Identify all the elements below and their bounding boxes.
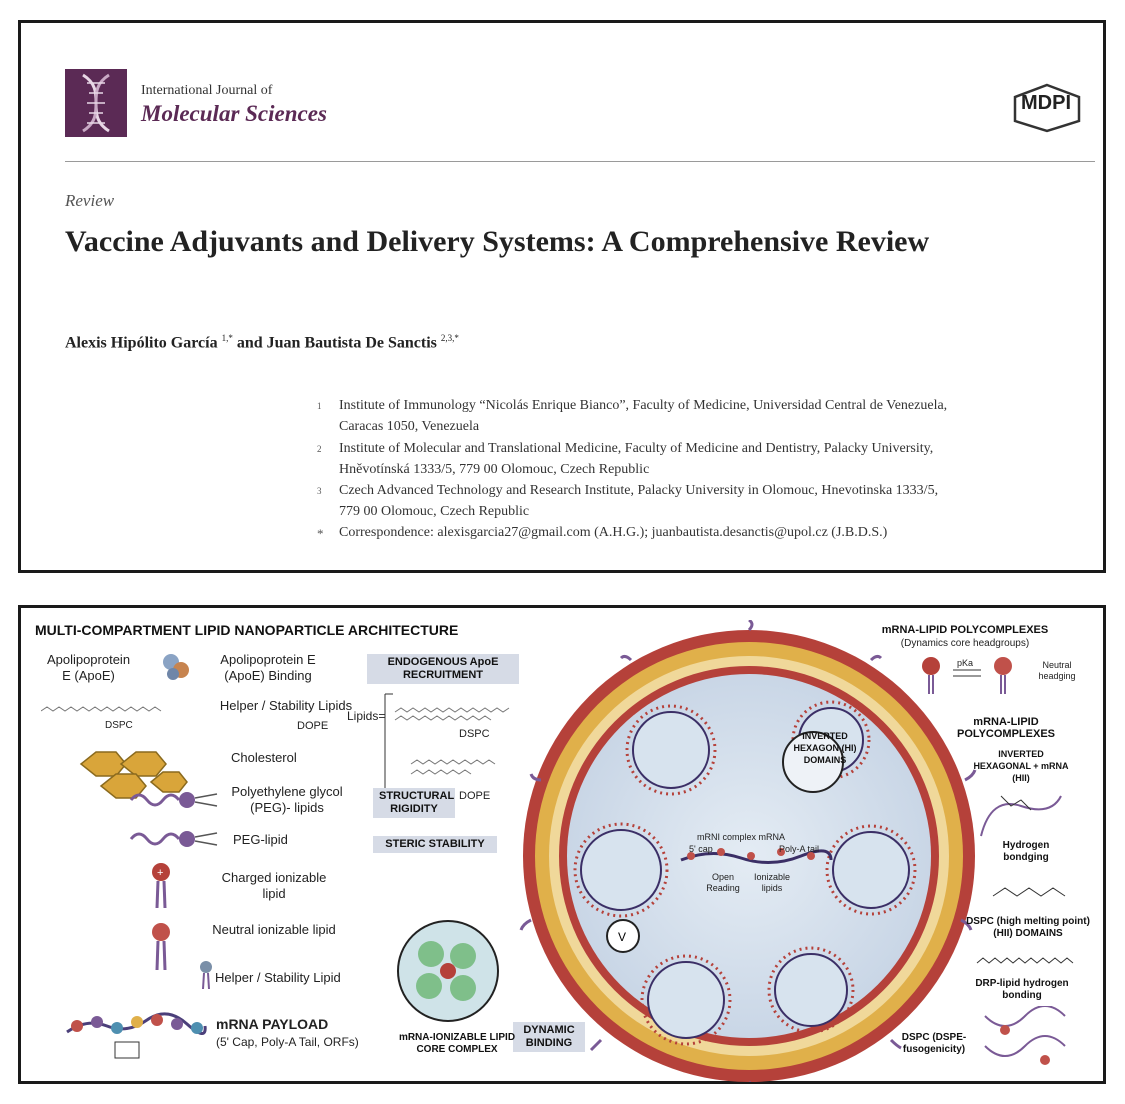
polycomplexes-label: mRNA-LIPID POLYCOMPLEXES <box>956 716 1055 740</box>
correspondence: Correspondence: alexisgarcia27@gmail.com… <box>339 525 888 540</box>
affiliation-2-line2: Hněvotínská 1333/5, 779 00 Olomouc, Czec… <box>339 462 650 477</box>
affiliation-marker: 1 <box>317 401 322 411</box>
author-2: Juan Bautista De Sanctis <box>266 334 437 352</box>
legend-mrna-payload: mRNA PAYLOAD <box>216 1016 329 1032</box>
charged-lipid-icon: + <box>152 863 170 909</box>
structure-dspc-label: DSPC <box>459 728 490 740</box>
svg-text:V: V <box>618 930 626 944</box>
affiliation-3-line2: 779 00 Olomouc, Czech Republic <box>339 504 530 519</box>
svg-text:+: + <box>157 867 163 879</box>
journal-name-line1: International Journal of <box>141 83 273 98</box>
article-type: Review <box>65 191 115 210</box>
cholesterol-icon <box>79 751 188 799</box>
author-1: Alexis Hipólito García <box>65 334 218 352</box>
dspc-fusogenicity-label: DSPC (DSPE- fusogenicity) <box>901 1032 967 1055</box>
neutral-lipid-icon <box>152 923 170 971</box>
legend-mrna-payload-sub: (5' Cap, Poly-A Tail, ORFs) <box>216 1035 359 1049</box>
polycomplex-title: mRNA-LIPID POLYCOMPLEXES <box>881 624 1049 636</box>
inverted-hexagon-domains-label: INVERTED HEXAGON (HI) DOMAINS <box>793 731 857 765</box>
legend-dope: DOPE <box>297 720 329 732</box>
legend-neutral-lipid: Neutral ionizable lipid <box>212 922 336 937</box>
pka-label: pKa <box>957 658 974 668</box>
dspc-domains-label: DSPC (high melting point) (HII) DOMAINS <box>966 916 1090 939</box>
lipid-nanoparticle-diagram: V <box>519 620 977 1082</box>
legend-apoe: Apolipoprotein E (ApoE) <box>46 652 131 683</box>
article-title: Vaccine Adjuvants and Delivery Systems: … <box>65 225 930 258</box>
figure-title: MULTI-COMPARTMENT LIPID NANOPARTICLE ARC… <box>35 622 459 638</box>
dspc-lipid-icon <box>41 706 162 712</box>
five-prime-cap-label: 5' cap <box>689 844 713 854</box>
journal-logo <box>65 69 127 137</box>
journal-name-line2: Molecular Sciences <box>141 101 327 126</box>
affiliation-1: Institute of Immunology “Nicolás Enrique… <box>339 395 1099 437</box>
figure-panel: MULTI-COMPARTMENT LIPID NANOPARTICLE ARC… <box>18 605 1106 1084</box>
affiliation-1-line2: Caracas 1050, Venezuela <box>339 419 480 434</box>
dynamic-binding-box: DYNAMIC BINDING <box>513 1022 585 1052</box>
legend-apoe-binding: Apolipoprotein E (ApoE) Binding <box>220 652 316 683</box>
inverted-hexagonal-label: INVERTED HEXAGONAL + mRNA (HII) <box>973 749 1069 783</box>
polycomplex-subtitle: (Dynamics core headgroups) <box>900 638 1030 649</box>
affiliation-3-line1: Czech Advanced Technology and Research I… <box>339 483 939 498</box>
neutral-headgroup-label: Neutral headging <box>1038 660 1076 681</box>
hydrogen-bond-structure-icon <box>992 887 1066 897</box>
affiliation-1-line1: Institute of Immunology “Nicolás Enrique… <box>339 398 948 413</box>
author-2-affiliation: 2,3,* <box>440 333 459 343</box>
drp-structure-icon <box>984 1006 1066 1065</box>
legend-dspc: DSPC <box>105 720 133 731</box>
correspondence-marker: * <box>317 526 324 541</box>
mrni-complex-label: mRNI complex mRNA <box>696 832 785 842</box>
open-reading-label: Open Reading <box>706 872 740 893</box>
helper-lipid-icon <box>200 961 212 990</box>
publisher-name: MDPI <box>1021 92 1071 114</box>
author-conjunction: and <box>236 334 263 352</box>
core-complex-label: mRNA-IONIZABLE LIPID CORE COMPLEX <box>398 1032 516 1055</box>
mrna-payload-icon <box>66 1012 207 1059</box>
hydrogen-bonding-label: Hydrogen bondging <box>1002 840 1050 863</box>
lipid-structures-icon <box>384 693 510 795</box>
poly-a-tail-label: Poly-A tail <box>779 844 820 854</box>
ionizable-lipids-label: Ionizable lipids <box>753 872 791 893</box>
drp-lipid-label: DRP-lipid hydrogen bonding <box>975 978 1069 1001</box>
legend-helper-lipids: Helper / Stability Lipids <box>219 698 353 713</box>
dna-icon <box>82 73 110 133</box>
legend-cholesterol: Cholesterol <box>231 750 297 765</box>
legend-peg-lipids: Polyethylene glycol (PEG)- lipids <box>231 784 343 815</box>
structure-dope-label: DOPE <box>459 790 491 802</box>
pka-equilibrium-icon <box>922 657 1012 694</box>
lipids-equals-label: Lipids= <box>347 709 386 723</box>
mdpi-logo-icon <box>1013 83 1081 133</box>
peg-lipid-single-icon <box>129 831 218 847</box>
endogenous-apoe-box: ENDOGENOUS ApoE RECRUITMENT <box>367 654 519 684</box>
affiliation-2: Institute of Molecular and Translational… <box>339 438 1099 480</box>
paper-header-panel: International Journal of Molecular Scien… <box>18 20 1106 573</box>
affiliation-2-line1: Institute of Molecular and Translational… <box>339 441 934 456</box>
author-1-affiliation: 1,* <box>221 333 233 343</box>
structural-rigidity-box: STRUCTURAL RIGIDITY <box>373 788 455 818</box>
header-divider <box>65 161 1095 162</box>
peg-lipid-icon <box>129 792 218 808</box>
legend-charged-lipid: Charged ionizable lipid <box>221 870 327 901</box>
legend-helper-single: Helper / Stability Lipid <box>215 970 341 985</box>
steric-stability-box: STERIC STABILITY <box>373 836 497 853</box>
affiliation-3: Czech Advanced Technology and Research I… <box>339 480 1099 522</box>
dspc-chain-icon <box>976 957 1074 964</box>
hexagonal-structure-icon <box>980 795 1062 837</box>
affiliation-marker: 2 <box>317 444 322 454</box>
apoe-protein-icon <box>163 654 189 680</box>
affiliation-marker: 3 <box>317 486 322 496</box>
author-line: Alexis Hipólito García 1,* and Juan Baut… <box>65 333 459 352</box>
legend-peg-lipid: PEG-lipid <box>233 832 288 847</box>
core-complex-inset <box>397 920 499 1022</box>
